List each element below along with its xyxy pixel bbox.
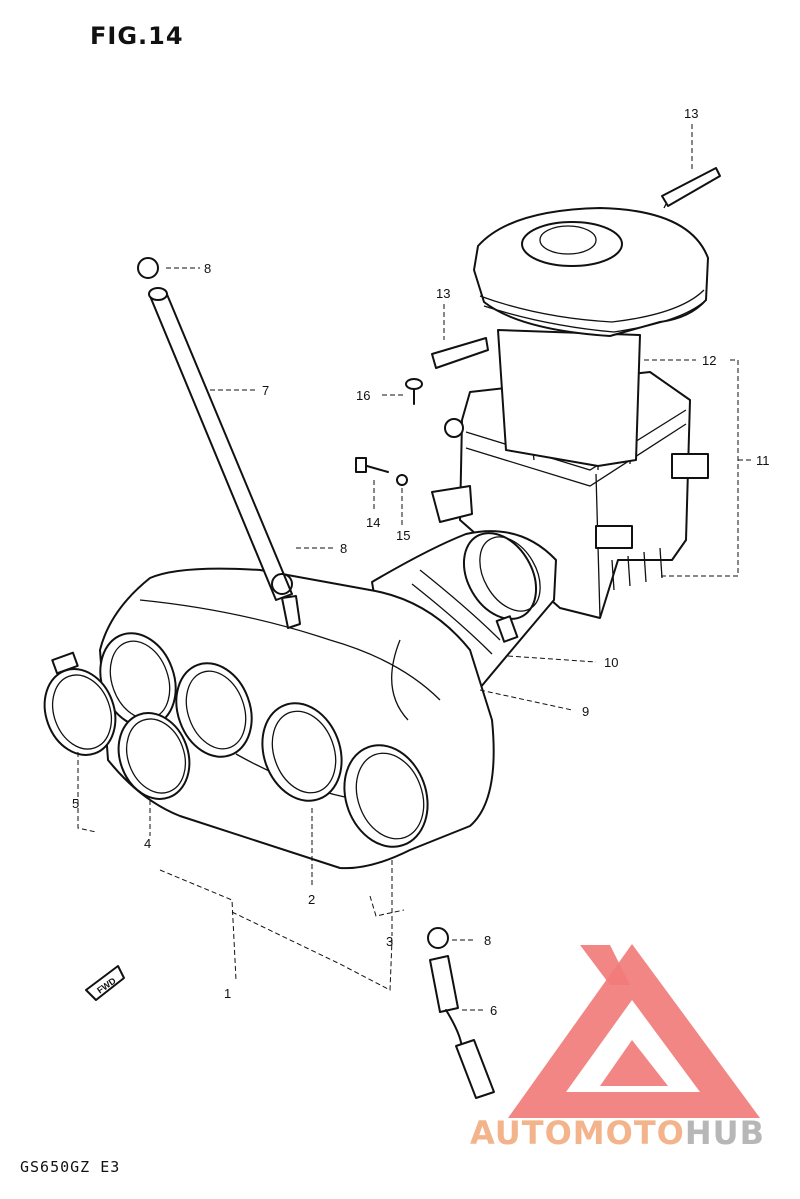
leader-lines xyxy=(77,124,752,1011)
callout-12: 12 xyxy=(702,353,716,368)
callout-8-mid: 8 xyxy=(340,541,347,556)
callout-4: 4 xyxy=(144,836,151,851)
callout-3: 3 xyxy=(386,934,393,949)
callout-8-top: 8 xyxy=(204,261,211,276)
breather-hose xyxy=(137,257,301,629)
model-code: GS650GZ E3 xyxy=(20,1158,121,1176)
clamp-and-ring xyxy=(43,651,191,800)
callout-8-bottom: 8 xyxy=(484,933,491,948)
callout-14: 14 xyxy=(366,515,380,530)
drain-hose xyxy=(427,927,495,1099)
callout-11: 11 xyxy=(756,453,770,468)
callout-13-mid: 13 xyxy=(436,286,450,301)
callout-labels: 13 8 13 12 7 16 11 14 15 8 10 9 5 4 2 8 … xyxy=(72,106,770,1018)
callout-6: 6 xyxy=(490,1003,497,1018)
watermark-word-gray: HUB xyxy=(684,1114,766,1152)
fwd-arrow: FWD xyxy=(85,965,125,1001)
callout-7: 7 xyxy=(262,383,269,398)
watermark-word-colored: AUTOMOTO xyxy=(470,1114,685,1152)
watermark-logo xyxy=(508,944,760,1118)
watermark-text: AUTOMOTOHUB xyxy=(470,1114,765,1152)
figure-title: FIG.14 xyxy=(90,22,184,50)
small-parts xyxy=(355,167,721,486)
callout-5: 5 xyxy=(72,796,79,811)
callout-16: 16 xyxy=(356,388,370,403)
callout-10: 10 xyxy=(604,655,618,670)
callout-13-top: 13 xyxy=(684,106,698,121)
callout-9: 9 xyxy=(582,704,589,719)
callout-15: 15 xyxy=(396,528,410,543)
callout-2: 2 xyxy=(308,892,315,907)
callout-1: 1 xyxy=(224,986,231,1001)
inlet-rubbers xyxy=(99,632,429,848)
